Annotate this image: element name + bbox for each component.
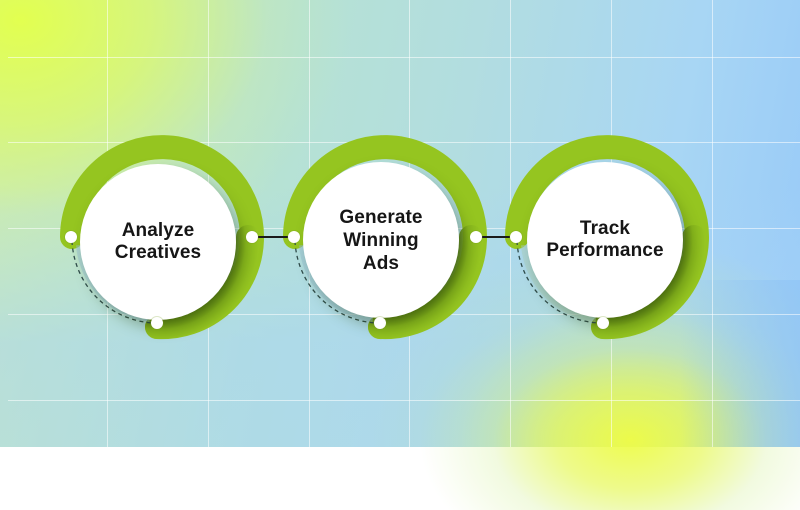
ring-3: [505, 135, 709, 340]
connector-1-2: [252, 236, 294, 238]
step-label-line: Track: [579, 218, 631, 239]
step-label: Track Performance: [546, 218, 663, 262]
step-label-line: Creatives: [114, 242, 202, 263]
step-track-performance: Track Performance: [527, 162, 683, 318]
step-analyze-creatives: Analyze Creatives: [80, 164, 236, 320]
node-dot-bottom-2: [374, 317, 386, 329]
node-dot-left-1: [65, 231, 77, 243]
node-dot-left-3: [510, 231, 522, 243]
step-label: Analyze Creatives: [115, 220, 201, 264]
step-label: Generate Winning Ads: [339, 206, 422, 275]
step-label-line: Winning: [343, 229, 419, 251]
node-dot-right-1: [246, 231, 258, 243]
process-diagram: Analyze Creatives Generate Winning Ads T…: [60, 135, 709, 340]
step-label-line: Performance: [546, 240, 664, 261]
node-dot-bottom-3: [597, 317, 609, 329]
step-generate-winning-ads: Generate Winning Ads: [303, 162, 459, 318]
step-label-line: Ads: [362, 252, 400, 274]
step-label-line: Analyze: [121, 220, 195, 241]
node-dot-bottom-1: [151, 317, 163, 329]
node-dot-right-2: [470, 231, 482, 243]
node-dot-left-2: [288, 231, 300, 243]
step-label-line: Generate: [339, 206, 423, 228]
connector-2-3: [476, 236, 516, 238]
